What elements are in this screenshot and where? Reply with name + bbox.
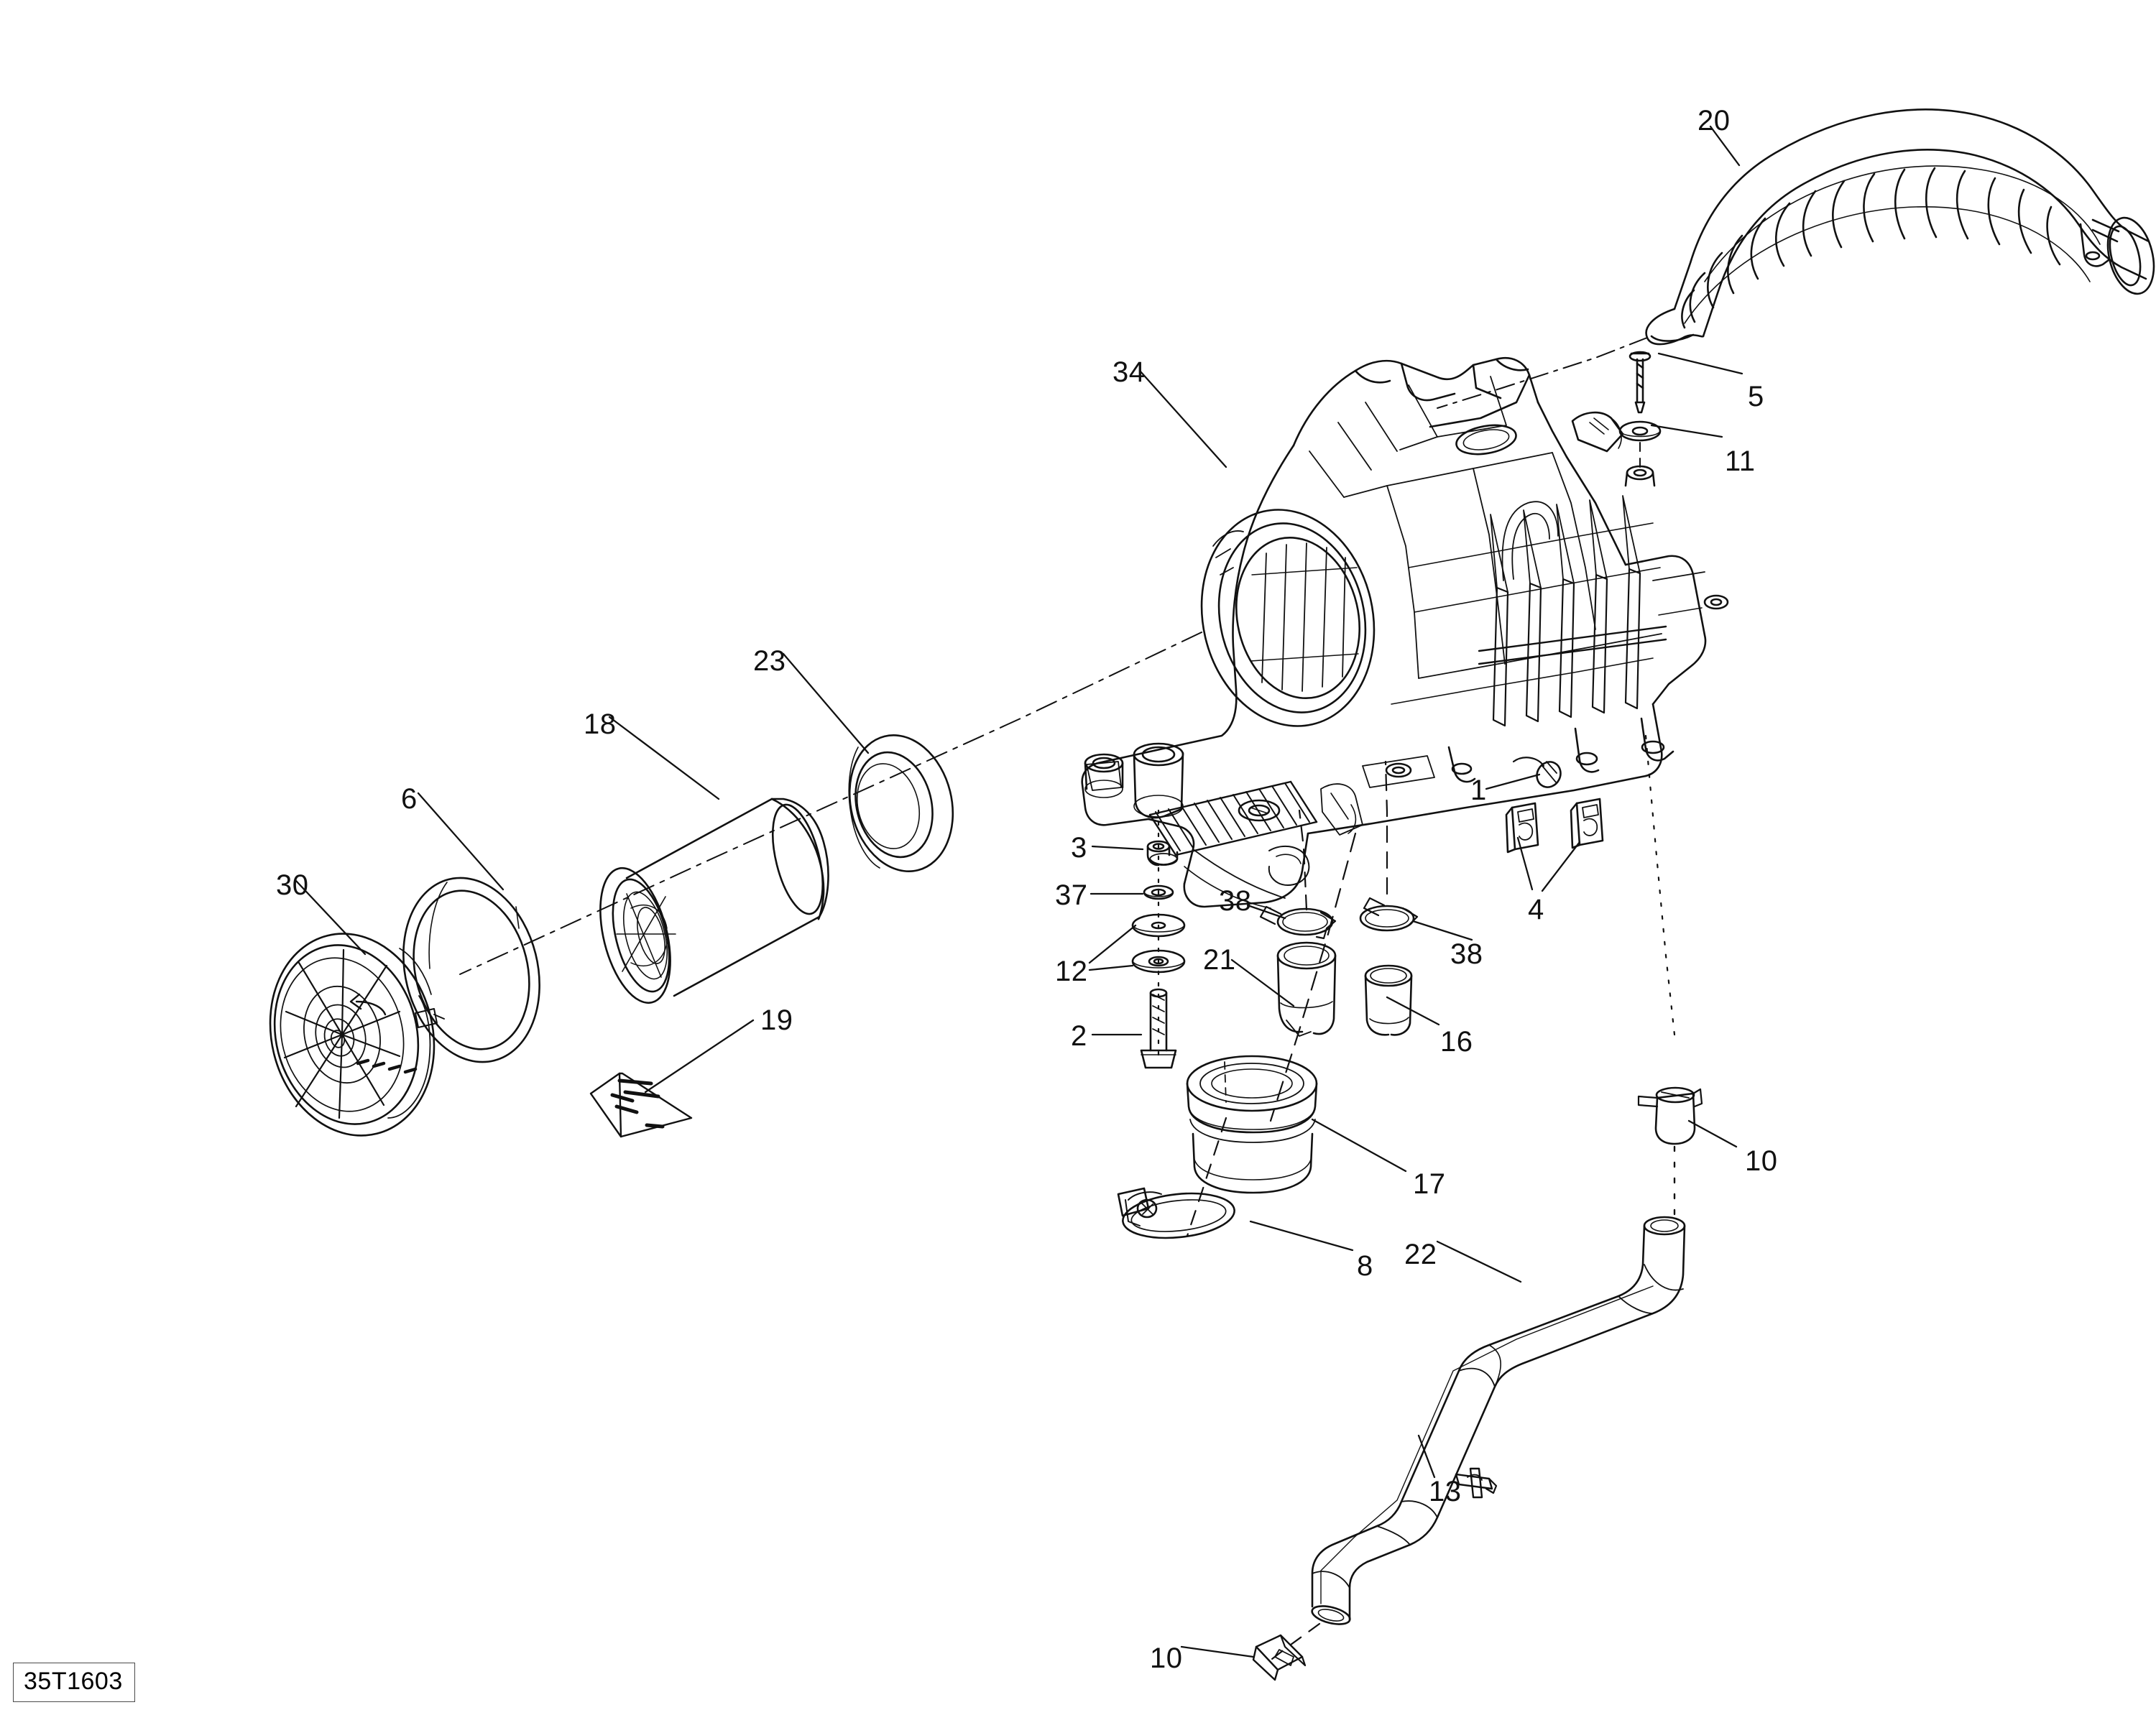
callout-16: 16 bbox=[1440, 1026, 1473, 1058]
callout-30: 30 bbox=[276, 869, 309, 901]
callout-38-left: 38 bbox=[1219, 885, 1252, 917]
bolt-2 bbox=[1140, 988, 1177, 1069]
callout-20: 20 bbox=[1697, 105, 1731, 137]
callout-37: 37 bbox=[1055, 879, 1088, 911]
cable-tie-mount-10-upper bbox=[1637, 1086, 1703, 1145]
air-box-assembly bbox=[1081, 357, 1729, 909]
callout-13: 13 bbox=[1429, 1476, 1462, 1507]
cable-tie-mount-10-lower bbox=[1252, 1634, 1307, 1681]
callout-10-lower: 10 bbox=[1150, 1642, 1183, 1674]
callout-10-upper: 10 bbox=[1745, 1145, 1778, 1177]
warning-decal bbox=[589, 1072, 693, 1138]
retaining-clip-4-left bbox=[1505, 802, 1539, 854]
hose-clamp-38-left bbox=[1259, 905, 1337, 940]
air-intake-duct bbox=[1645, 108, 2155, 346]
washer-small-37 bbox=[1143, 884, 1174, 900]
callout-38-right: 38 bbox=[1450, 938, 1483, 970]
hose-clip-13 bbox=[1455, 1467, 1498, 1499]
callout-18: 18 bbox=[584, 708, 617, 740]
callout-34: 34 bbox=[1112, 356, 1146, 388]
callout-2: 2 bbox=[1071, 1020, 1087, 1052]
washer-11 bbox=[1618, 420, 1662, 442]
screw-5 bbox=[1628, 351, 1651, 414]
drawing-number: 35T1603 bbox=[13, 1663, 135, 1702]
callout-8: 8 bbox=[1357, 1250, 1373, 1282]
callout-4: 4 bbox=[1528, 894, 1544, 925]
callout-3: 3 bbox=[1071, 832, 1087, 864]
air-filter-element bbox=[599, 798, 829, 1004]
callout-6: 6 bbox=[401, 783, 418, 815]
callout-11: 11 bbox=[1725, 445, 1756, 477]
leader-lines bbox=[295, 125, 1743, 1658]
screw-1 bbox=[1512, 757, 1562, 788]
filter-seal-ring bbox=[848, 734, 954, 872]
washer-flat-12-lower bbox=[1131, 949, 1186, 974]
washer-flat-12-upper bbox=[1131, 913, 1186, 938]
hose-clamp-38-right bbox=[1359, 897, 1419, 932]
callout-21: 21 bbox=[1203, 944, 1236, 976]
drain-hose-22 bbox=[1311, 1216, 1686, 1625]
cover-gasket-o-ring bbox=[402, 877, 540, 1063]
grommet-3 bbox=[1146, 840, 1179, 866]
callout-1: 1 bbox=[1470, 775, 1487, 806]
callout-5: 5 bbox=[1748, 381, 1764, 412]
air-filter-cover bbox=[269, 933, 445, 1137]
callout-22: 22 bbox=[1404, 1239, 1437, 1270]
rubber-hose-short-16 bbox=[1364, 964, 1413, 1036]
worm-gear-clamp-8 bbox=[1117, 1187, 1235, 1239]
callout-23: 23 bbox=[753, 645, 786, 677]
intake-boot-17 bbox=[1186, 1055, 1318, 1194]
callout-12: 12 bbox=[1055, 956, 1088, 987]
callout-17: 17 bbox=[1413, 1168, 1446, 1200]
rubber-sleeve-21 bbox=[1276, 941, 1337, 1037]
retaining-clip-4-right bbox=[1570, 798, 1604, 849]
callout-19: 19 bbox=[760, 1004, 793, 1036]
